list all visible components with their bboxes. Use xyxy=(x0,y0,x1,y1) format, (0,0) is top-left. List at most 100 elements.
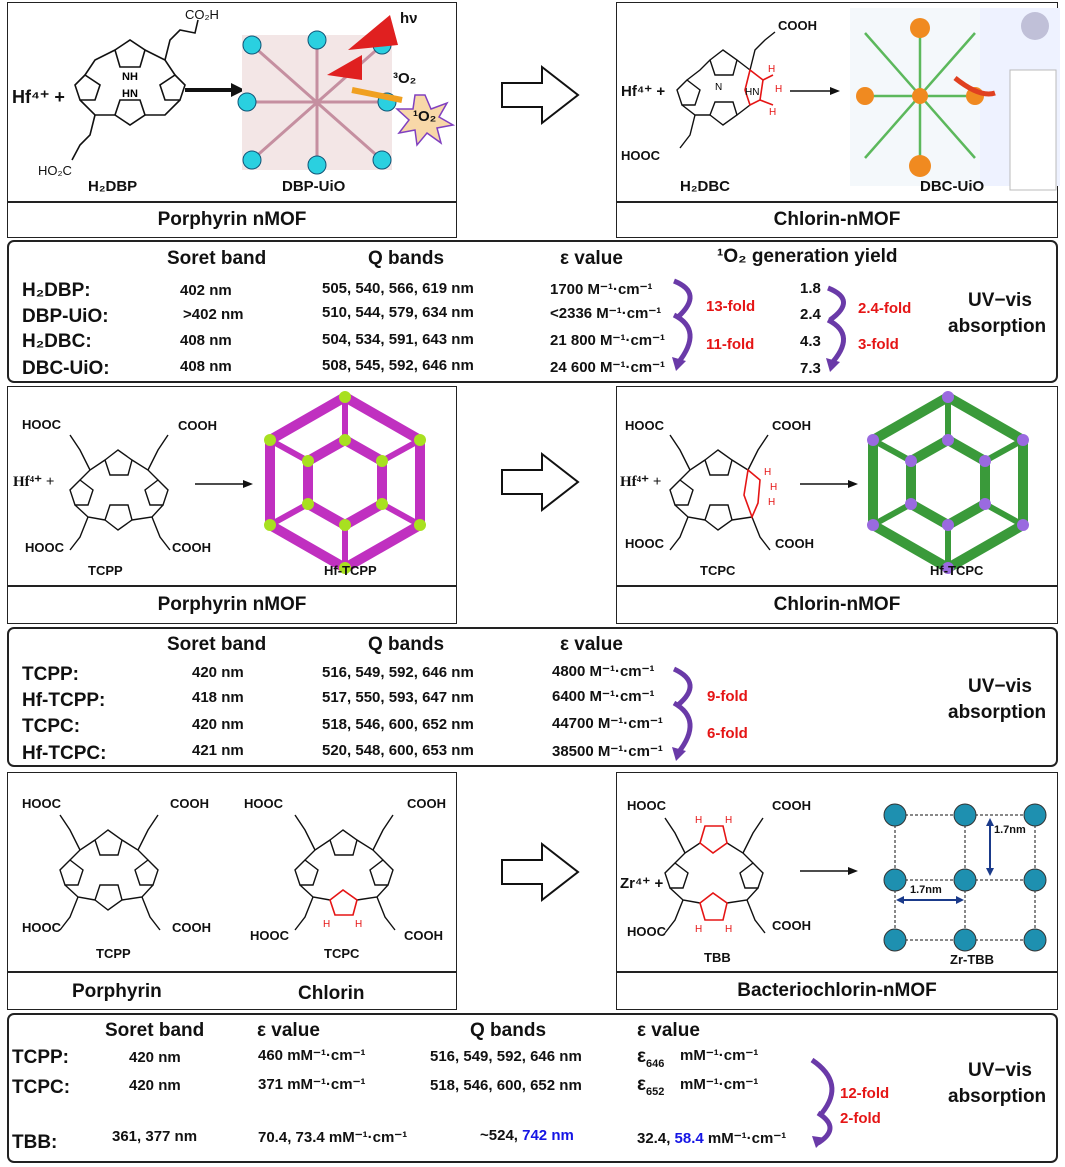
row-q: 505, 540, 566, 619 nm xyxy=(322,280,474,297)
s2r-hooc-top: HOOC xyxy=(625,418,664,433)
svg-text:H: H xyxy=(764,467,771,478)
s1-porphyrin-structure: NH HN xyxy=(71,19,199,161)
row-eps2-symbol: ε652 xyxy=(637,1074,665,1098)
s2-reaction-arrow xyxy=(195,480,253,488)
svg-text:H: H xyxy=(769,107,776,118)
s2-hf-tcpp-framework xyxy=(264,391,426,574)
s3-cooh-b2: COOH xyxy=(404,928,443,943)
row-eps: 4800 M⁻¹·cm⁻¹ xyxy=(552,663,655,680)
s1r-cooh: COOH xyxy=(778,18,817,33)
s1-metal-label: Hf⁴⁺ + xyxy=(12,87,65,107)
row-name: DBP-UiO: xyxy=(22,306,109,327)
row-eps2-unit: mM⁻¹·cm⁻¹ xyxy=(680,1076,759,1093)
s2-hooc-bottom: HOOC xyxy=(25,540,64,555)
s3-hooc-a: HOOC xyxy=(22,796,61,811)
row-name: TCPC: xyxy=(12,1077,71,1098)
s3-hooc-b: HOOC xyxy=(244,796,283,811)
svg-text:H: H xyxy=(695,924,702,935)
row-yield: 4.3 xyxy=(800,333,821,350)
s1r-dbc-uio-framework xyxy=(850,8,1060,191)
row-soret: 408 nm xyxy=(180,358,232,375)
row-name: H₂DBC: xyxy=(22,331,92,352)
s3r-hooc-top: HOOC xyxy=(627,798,666,813)
row-eps2-symbol: ε646 xyxy=(637,1046,665,1070)
s3r-metal-label: Zr⁴⁺ + xyxy=(620,875,664,892)
s3-tcpc-structure: H H xyxy=(294,814,396,931)
row-name: TCPP: xyxy=(22,664,79,685)
s3-fold-2: 2-fold xyxy=(840,1110,881,1127)
s1-yield-fold-arrows xyxy=(826,285,846,372)
s1-hdr-eps: ε value xyxy=(560,248,623,269)
row-soret: 418 nm xyxy=(192,689,244,706)
s1-right-caption: Chlorin-nMOF xyxy=(616,202,1058,238)
s3-hdr-q: Q bands xyxy=(470,1020,547,1041)
svg-text:H: H xyxy=(770,482,777,493)
s2-right-caption: Chlorin-nMOF xyxy=(616,586,1058,624)
row-name: TCPP: xyxy=(12,1047,69,1068)
svg-text:H: H xyxy=(775,84,782,95)
s3-transition-arrow xyxy=(501,841,580,903)
s2-side-line1: UV−vis xyxy=(968,676,1032,697)
s1-hdr-yield: ¹O₂ generation yield xyxy=(717,246,898,267)
s3-label-tcpp: TCPP xyxy=(96,946,131,961)
s2r-cooh-bottom: COOH xyxy=(775,536,814,551)
svg-text:HN: HN xyxy=(122,88,138,100)
s3r-ligand-label: TBB xyxy=(704,950,731,965)
s2-cooh-bottom: COOH xyxy=(172,540,211,555)
s3-tcpp-structure xyxy=(59,814,161,931)
svg-text:NH: NH xyxy=(122,71,138,83)
svg-text:H: H xyxy=(355,919,362,930)
s3-right-panel xyxy=(616,772,1058,972)
s3-hdr-eps1: ε value xyxy=(257,1020,320,1041)
s2r-cooh-top: COOH xyxy=(772,418,811,433)
row-soret: >402 nm xyxy=(183,306,244,323)
row-eps1: 371 mM⁻¹·cm⁻¹ xyxy=(258,1076,366,1093)
s2-tcpp-structure xyxy=(69,434,171,551)
s2-hdr-eps: ε value xyxy=(560,634,623,655)
s2-left-caption: Porphyrin nMOF xyxy=(7,586,457,624)
svg-text:N: N xyxy=(715,82,722,93)
s2-fold-eps-2: 6-fold xyxy=(707,725,748,742)
s2r-reaction-arrow xyxy=(800,480,858,488)
s3-cooh-b: COOH xyxy=(407,796,446,811)
s1-hdr-q: Q bands xyxy=(368,248,445,269)
row-soret: 420 nm xyxy=(129,1077,181,1094)
svg-text:H: H xyxy=(768,497,775,508)
s2-metal-label: Hf⁴⁺ + xyxy=(13,474,55,490)
s3-table-panel xyxy=(7,1013,1058,1163)
s2r-mof-label: Hf-TCPC xyxy=(930,563,984,578)
s1r-reaction-arrow xyxy=(790,87,840,95)
s1r-chlorin-structure: N HN H H H xyxy=(676,31,782,149)
s1-side-line1: UV−vis xyxy=(968,290,1032,311)
row-name: Hf-TCPP: xyxy=(22,690,106,711)
s3r-zr-tbb-framework xyxy=(883,803,1047,952)
s3r-cooh-bottom: COOH xyxy=(772,918,811,933)
s3-fold-1: 12-fold xyxy=(840,1085,890,1102)
s2r-ligand-label: TCPC xyxy=(700,563,736,578)
row-eps: 38500 M⁻¹·cm⁻¹ xyxy=(552,743,663,760)
row-q: 504, 534, 591, 643 nm xyxy=(322,331,474,348)
row-eps2-unit: mM⁻¹·cm⁻¹ xyxy=(680,1047,759,1064)
row-q: 518, 546, 600, 652 nm xyxy=(322,716,474,733)
svg-text:H: H xyxy=(323,919,330,930)
row-eps2: 32.4, 58.4 mM⁻¹·cm⁻¹ xyxy=(637,1130,787,1147)
row-soret: 420 nm xyxy=(192,716,244,733)
row-eps: 24 600 M⁻¹·cm⁻¹ xyxy=(550,359,666,376)
row-eps: 6400 M⁻¹·cm⁻¹ xyxy=(552,688,655,705)
row-eps: 44700 M⁻¹·cm⁻¹ xyxy=(552,715,663,732)
s1-reaction-arrow xyxy=(185,83,245,97)
row-q: 516, 549, 592, 646 nm xyxy=(322,664,474,681)
row-eps1: 460 mM⁻¹·cm⁻¹ xyxy=(258,1047,366,1064)
s2-hdr-q: Q bands xyxy=(368,634,445,655)
s2-eps-fold-arrows xyxy=(672,666,693,761)
row-name: Hf-TCPC: xyxy=(22,743,107,764)
s3-label-tcpc: TCPC xyxy=(324,946,360,961)
s3r-mof-label: Zr-TBB xyxy=(950,952,995,967)
s3-left-caption xyxy=(7,972,457,1010)
row-yield: 2.4 xyxy=(800,306,821,323)
s1-left-caption: Porphyrin nMOF xyxy=(7,202,457,238)
row-eps1: 70.4, 73.4 mM⁻¹·cm⁻¹ xyxy=(258,1129,408,1146)
s2-hooc-top: HOOC xyxy=(22,417,61,432)
s1-transition-arrow xyxy=(501,64,580,126)
row-q: 517, 550, 593, 647 nm xyxy=(322,689,474,706)
